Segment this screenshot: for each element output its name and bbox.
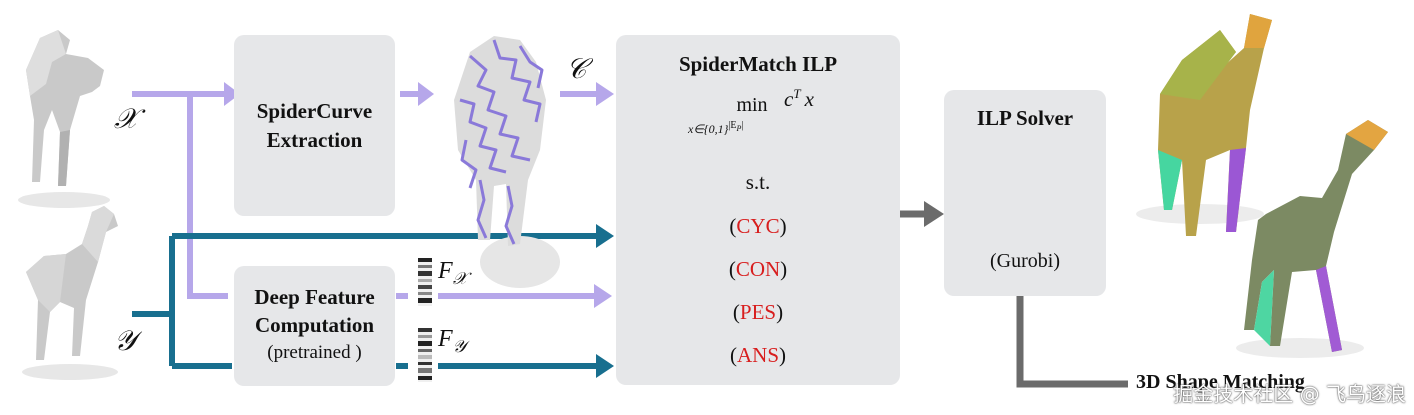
watermark: 掘金技术社区 @ 飞鸟逐浪 [1173,382,1406,406]
deep-feature-computation-box: Deep Feature Computation (pretrained ) [234,266,395,386]
symbol-c: 𝒞 [566,54,587,85]
spidercurve-title-line2: Extraction [266,128,363,152]
constraint-cyc: (CYC) [729,214,787,238]
feature-barcode-x [418,258,432,306]
symbol-fx: F𝒳 [438,258,467,289]
symbol-fx-sub: 𝒳 [452,268,468,288]
symbol-fy-f: F [438,326,453,352]
objective-sub-exp-p: P [736,124,742,133]
arrowhead-ilp-curve [596,82,614,106]
objective-subscript: x∈{0,1}|EP| [688,120,743,137]
constraint-con-label: CON [735,257,781,281]
x-to-deepfeature-line [187,94,228,299]
constraint-ans: (ANS) [729,343,786,367]
constraint-ans-label: ANS [736,343,779,367]
gray-connectors [900,210,1128,388]
deepfeature-title-line2: Computation [254,313,375,337]
lavender-arrowheads [224,82,614,308]
constraint-cyc-label: CYC [736,214,780,238]
feature-barcode-y [418,328,432,382]
camel-shape-icon [18,30,110,208]
solver-subtitle: (Gurobi) [990,250,1060,272]
constraint-pes-label: PES [739,300,777,324]
arrowhead-ilp-fx [594,284,612,308]
objective-x: x [804,87,814,111]
arrowhead-spidercurve [224,82,240,106]
objective-sub-exp-end: | [741,120,744,131]
arrowhead-camel-mesh [418,82,434,106]
objective-transpose: T [793,86,801,101]
spidercurve-extraction-box: SpiderCurve Extraction [234,35,395,216]
output-giraffe-shape-icon [1236,120,1388,358]
objective-min: min [736,94,768,116]
solver-to-output-line [1016,296,1128,388]
solver-title: ILP Solver [976,106,1074,130]
symbol-fy-sub: 𝒴 [452,336,466,356]
output-camel-shape-icon [1136,14,1272,236]
deepfeature-note: (pretrained ) [267,342,362,363]
deepfeature-title-line1: Deep Feature [254,285,375,309]
arrowhead-ilp-fy [596,354,614,378]
symbol-fx-f: F [438,258,453,284]
teal-connectors [132,233,598,369]
camel-spidercurve-icon [454,36,560,288]
ilp-solver-box: ILP Solver (Gurobi) [944,90,1106,296]
objective-c: c [784,87,794,111]
objective-sub-exp: |EP| [728,120,744,133]
spidercurve-title-line1: SpiderCurve [256,99,373,123]
ilp-title: SpiderMatch ILP [678,52,838,76]
arrowhead-solver [924,201,944,227]
constraint-pes: (PES) [732,300,784,324]
symbol-x: 𝒳 [114,104,139,135]
objective-sub-exp-start: |E [728,120,737,131]
spidermatch-ilp-box [616,35,900,385]
output-label: 3D Shape Matching [1136,371,1305,393]
lavender-connectors [132,91,598,299]
subject-to: s.t. [745,170,771,194]
teal-arrowheads [596,224,614,378]
arrowhead-ilp-y [596,224,614,248]
objective-sub-domain: x∈{0,1} [688,122,729,136]
symbol-fy: F𝒴 [438,326,466,357]
symbol-y: 𝒴 [114,326,136,357]
giraffe-shape-icon [22,206,118,380]
constraint-con: (CON) [728,257,788,281]
